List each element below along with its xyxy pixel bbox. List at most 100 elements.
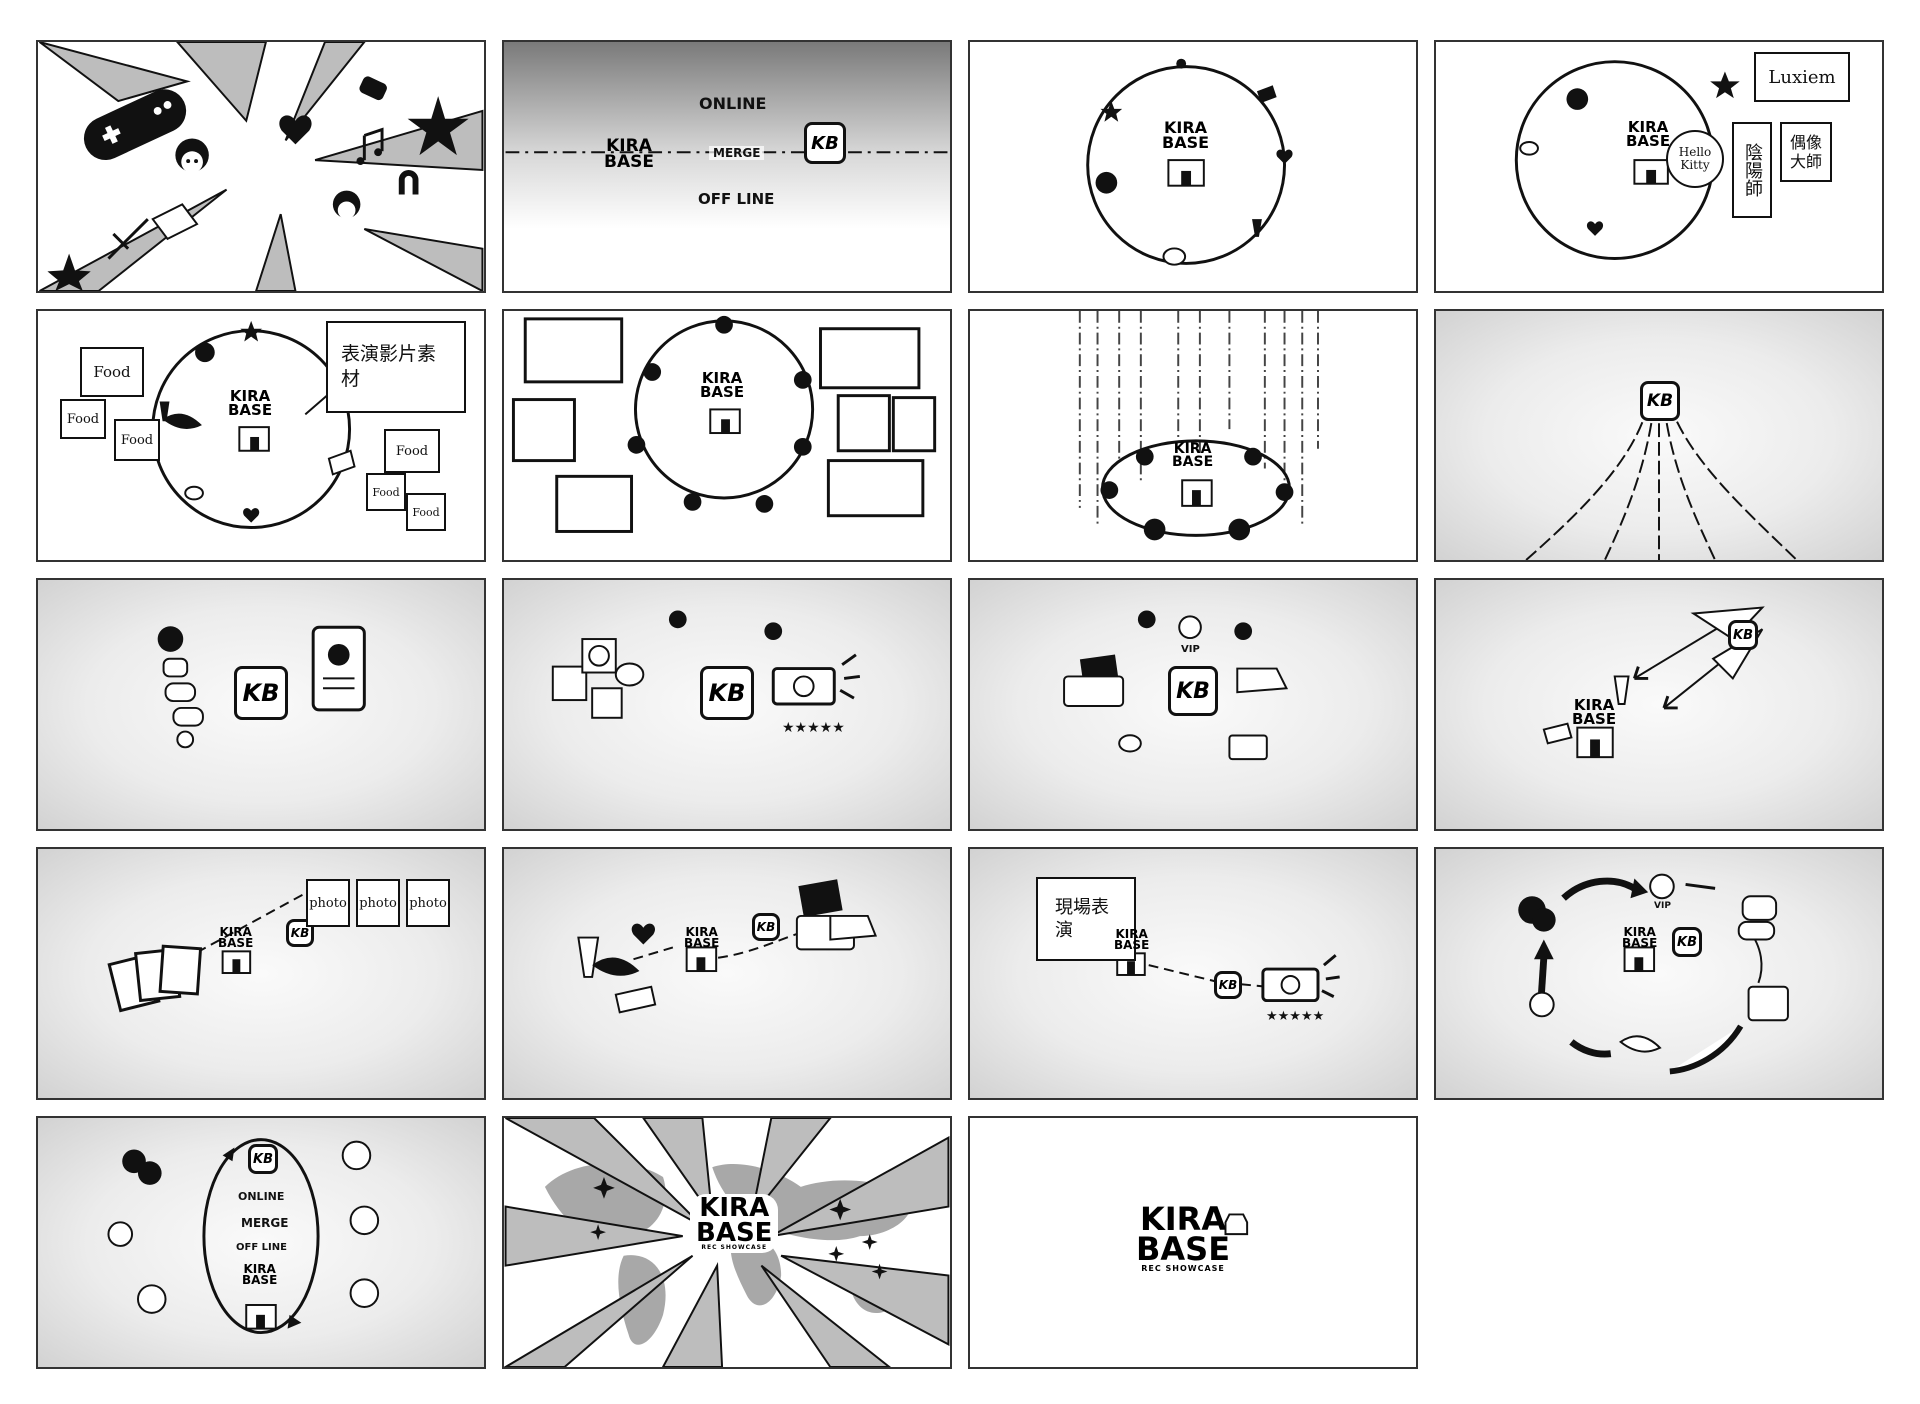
logo-line2: BASE: [1622, 936, 1658, 951]
frame-8: KB: [1434, 309, 1884, 562]
frame-11: VIP KB: [968, 578, 1418, 831]
food-card: Food: [384, 429, 440, 473]
cake-icon: [327, 449, 356, 476]
logo-line1: KIRA: [1627, 118, 1669, 136]
kb-mark: KB: [708, 679, 746, 707]
drink-icon: [577, 936, 600, 978]
blank-frame: [523, 317, 624, 384]
cake-icon: [614, 985, 657, 1014]
kb-mark: KB: [1677, 934, 1697, 950]
frame-9-art: [157, 625, 366, 749]
food-plate-icon: [1618, 1035, 1662, 1053]
arrow-icon: [1561, 877, 1637, 901]
logo-line2: BASE: [604, 152, 654, 173]
blank-frame: [555, 474, 634, 533]
idolmaster-box: 偶像大師: [1780, 122, 1832, 182]
frame-8-art: [1525, 404, 1798, 560]
chibi-face-icon: [683, 493, 702, 511]
frame-17-art: [107, 1138, 380, 1335]
logo-line1: KIRA: [219, 925, 252, 939]
arrow-icon: [1662, 695, 1678, 710]
food-card: Food: [80, 347, 144, 397]
kb-app-icon: KB: [248, 1144, 278, 1174]
frame-12: KIRA BASE KB: [1434, 578, 1884, 831]
live-show-label: 現場表演: [1055, 896, 1109, 941]
shop-badge-icon: [1224, 1213, 1249, 1236]
kirabase-logo: KIRA BASE: [242, 1263, 277, 1287]
kirabase-logo: KIRA BASE REC SHOWCASE: [690, 1194, 779, 1254]
frame-4: KIRA BASE Luxiem Hello Kitty 陰陽師 偶像大師: [1434, 40, 1884, 293]
chibi-face-icon: [793, 437, 812, 456]
chibi-face-icon: [195, 342, 215, 363]
photo-card-icon: [158, 944, 203, 996]
cake-icon: [829, 914, 878, 941]
star-icon: [240, 320, 262, 342]
frame-6: KIRA BASE: [502, 309, 952, 562]
logo-line1: KIRA: [1115, 927, 1148, 941]
arrow-icon: [1685, 882, 1716, 890]
frame-5: KIRA BASE 表演影片素材 Food Food Food Food Foo…: [36, 309, 486, 562]
food-label: Food: [66, 411, 100, 427]
merge-label: MERGE: [709, 146, 765, 160]
food-label: Food: [372, 485, 400, 499]
chibi-face-icon: [1244, 447, 1262, 466]
food-label: Food: [395, 443, 429, 459]
menu-card-icon: [1063, 675, 1125, 707]
kirabase-logo: KIRA BASE: [684, 926, 719, 950]
drink-icon: [159, 401, 170, 422]
food-label: Food: [412, 505, 440, 519]
frame-18: KIRA BASE REC SHOWCASE: [502, 1116, 952, 1369]
frame-2: ONLINE MERGE OFF LINE KIRA BASE KB: [502, 40, 952, 293]
frame-2-art: [505, 151, 949, 154]
star-icon: [1100, 101, 1123, 122]
food-plate-icon: [136, 1284, 167, 1314]
chibi-face-icon: [668, 610, 687, 629]
menu-card-icon: [1747, 985, 1789, 1022]
ticket-icon: [1228, 734, 1268, 761]
frame-6-art: [511, 315, 937, 533]
chibi-face-icon: [1566, 88, 1589, 110]
chibi-face-icon: [1532, 908, 1556, 932]
chibi-face-icon: [175, 138, 209, 173]
empty-cell: [1434, 1116, 1884, 1369]
logo-line1: KIRA: [1163, 118, 1208, 137]
frame-10: KB ★★★★★: [502, 578, 952, 831]
kb-mark: KB: [1646, 391, 1674, 411]
heart-icon: [279, 115, 312, 145]
kb-mark: KB: [756, 920, 776, 934]
chat-bubble-icon: [1737, 920, 1776, 941]
chibi-face-icon: [764, 622, 783, 641]
kb-mark: KB: [253, 1151, 273, 1167]
food-plate-icon: [592, 957, 640, 976]
rating-stars: ★★★★★: [782, 720, 845, 736]
frame-16: VIP KIRA BASE KB: [1434, 847, 1884, 1100]
arrow-icon: [1669, 1024, 1744, 1075]
cake-icon: [1542, 722, 1573, 745]
vip-avatar-icon: [1649, 873, 1675, 900]
sword-icon: [107, 218, 149, 260]
pin-icon: [1176, 58, 1187, 69]
food-label: Food: [120, 432, 154, 448]
microphone-icon: [1529, 991, 1555, 1018]
hello-kitty-bubble: Hello Kitty: [1666, 130, 1724, 188]
ticket-icon: [771, 667, 836, 706]
luxiem-box: Luxiem: [1754, 52, 1850, 102]
logo-subtitle: REC SHOWCASE: [701, 1244, 768, 1252]
frame-14-art: [577, 879, 878, 1014]
kirabase-logo: KIRA BASE: [1572, 697, 1616, 727]
chat-bubble-icon: [172, 706, 204, 727]
sparkle-icon: [828, 1245, 845, 1262]
kirabase-logo: KIRA BASE: [1622, 926, 1658, 951]
kb-mark: KB: [1733, 627, 1753, 643]
cake-icon: [1256, 85, 1277, 104]
sparkle-icon: [871, 1263, 888, 1280]
star-icon: [47, 253, 91, 291]
frame-3: KIRA BASE: [968, 40, 1418, 293]
frame-13-art: [107, 892, 306, 1013]
live-show-box: 現場表演: [1036, 877, 1136, 961]
music-note-icon: [362, 127, 384, 161]
online-label: ONLINE: [699, 94, 767, 113]
sparkle-icon: [590, 1224, 606, 1241]
logo-line1: KIRA: [229, 387, 271, 405]
